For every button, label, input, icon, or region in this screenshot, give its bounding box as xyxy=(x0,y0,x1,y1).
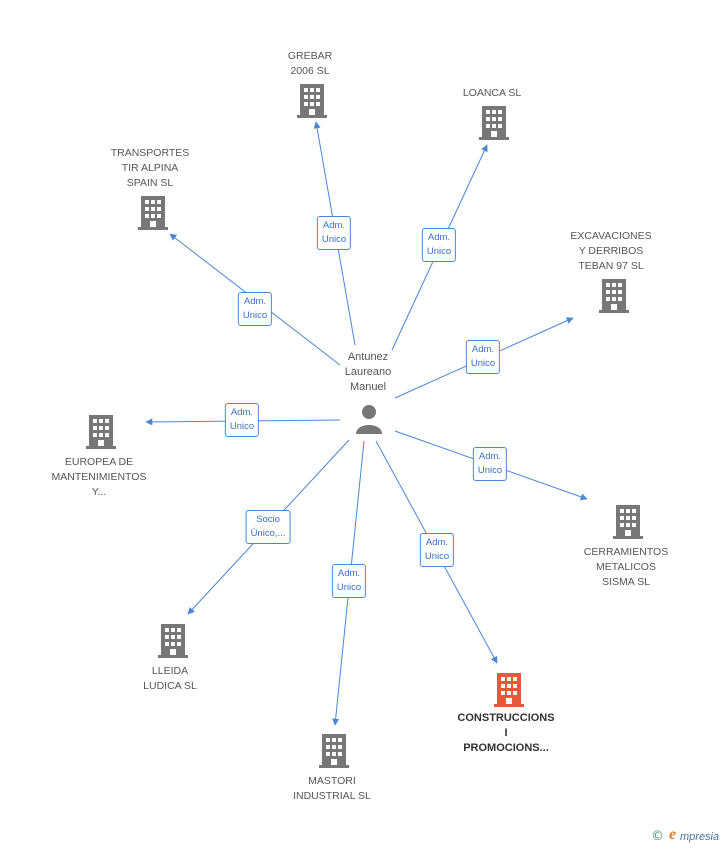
building-icon[interactable] xyxy=(158,624,188,658)
copyright-icon: © xyxy=(651,829,664,844)
empresia-logo-text[interactable]: mpresia xyxy=(680,831,720,843)
company-label-lleida[interactable]: LLEIDA LUDICA SL xyxy=(143,665,197,692)
building-icon[interactable] xyxy=(297,84,327,118)
company-label-cerramientos[interactable]: CERRAMIENTOS METALICOS SISMA SL xyxy=(583,546,669,588)
building-icon[interactable] xyxy=(138,196,168,230)
role-badge-grebar[interactable]: Adm. Unico xyxy=(316,216,352,250)
building-icon[interactable] xyxy=(479,106,509,140)
company-label-construccions[interactable]: CONSTRUCCIONS I PROMOCIONS... xyxy=(457,712,555,754)
company-label-excavaciones[interactable]: EXCAVACIONES Y DERRIBOS TEBAN 97 SL xyxy=(570,230,652,272)
role-badge-cerramientos[interactable]: Adm. Unico xyxy=(472,447,508,481)
building-icon[interactable] xyxy=(86,415,116,449)
building-icon[interactable] xyxy=(613,505,643,539)
role-badge-excavaciones[interactable]: Adm. Unico xyxy=(465,340,501,374)
company-label-mastori[interactable]: MASTORI INDUSTRIAL SL xyxy=(293,775,371,802)
role-badge-construccions[interactable]: Adm. Unico xyxy=(419,533,455,567)
building-icon[interactable] xyxy=(494,673,524,707)
person-icon xyxy=(356,405,382,434)
empresia-logo-initial[interactable]: e xyxy=(669,826,677,843)
company-label-transportes[interactable]: TRANSPORTES TIR ALPINA SPAIN SL xyxy=(110,147,190,189)
role-badge-mastori[interactable]: Adm. Unico xyxy=(331,564,367,598)
company-label-loanca[interactable]: LOANCA SL xyxy=(462,87,522,99)
role-badge-transportes[interactable]: Adm. Unico xyxy=(237,292,273,326)
role-badge-loanca[interactable]: Adm. Unico xyxy=(421,228,457,262)
company-label-grebar[interactable]: GREBAR 2006 SL xyxy=(287,50,333,77)
role-badge-europea[interactable]: Adm. Unico xyxy=(224,403,260,437)
building-icon[interactable] xyxy=(319,734,349,768)
company-label-europea[interactable]: EUROPEA DE MANTENIMIENTOS Y... xyxy=(51,456,147,498)
center-person-name[interactable]: Antunez Laureano Manuel xyxy=(344,351,392,393)
role-badge-lleida[interactable]: Socio Único,... xyxy=(245,510,291,544)
building-icon[interactable] xyxy=(599,279,629,313)
